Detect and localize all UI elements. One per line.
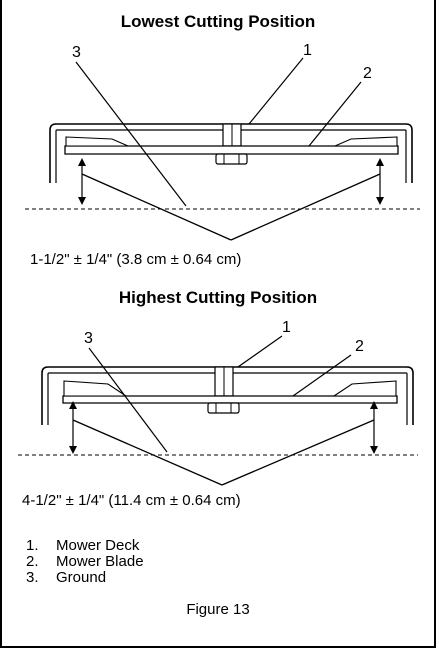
- callout-1-top: 1: [303, 42, 312, 59]
- highest-position-diagram: Highest Cutting Position 3 1 2 4-1/2" ± …: [18, 288, 418, 509]
- legend-item: 3. Ground: [26, 570, 144, 586]
- callout-3-bottom: 3: [84, 330, 93, 347]
- lowest-measurement: 1-1/2" ± 1/4" (3.8 cm ± 0.64 cm): [30, 251, 241, 268]
- callout-2-top: 2: [363, 65, 372, 82]
- callout-3-top: 3: [72, 44, 81, 61]
- legend-label: Mower Blade: [56, 553, 144, 570]
- mower-blade-bottom: [62, 395, 398, 404]
- highest-measurement: 4-1/2" ± 1/4" (11.4 cm ± 0.64 cm): [22, 492, 241, 509]
- lowest-position-diagram: Lowest Cutting Position 3 1 2 1-1/2" ± 1…: [25, 12, 420, 268]
- callout-1-bottom: 1: [282, 319, 291, 336]
- legend-label: Mower Deck: [56, 537, 140, 554]
- legend-label: Ground: [56, 569, 107, 586]
- callout-2-bottom: 2: [355, 338, 364, 355]
- legend-number: 1.: [26, 537, 39, 554]
- legend-number: 3.: [26, 569, 39, 586]
- legend-number: 2.: [26, 553, 39, 570]
- highest-position-title: Highest Cutting Position: [119, 288, 317, 307]
- lowest-position-title: Lowest Cutting Position: [121, 12, 316, 31]
- legend: 1. Mower Deck 2. Mower Blade 3. Ground: [26, 538, 144, 586]
- legend-item: 2. Mower Blade: [26, 554, 144, 570]
- figure-caption: Figure 13: [186, 601, 250, 618]
- legend-item: 1. Mower Deck: [26, 538, 144, 554]
- mower-blade-top: [64, 145, 399, 155]
